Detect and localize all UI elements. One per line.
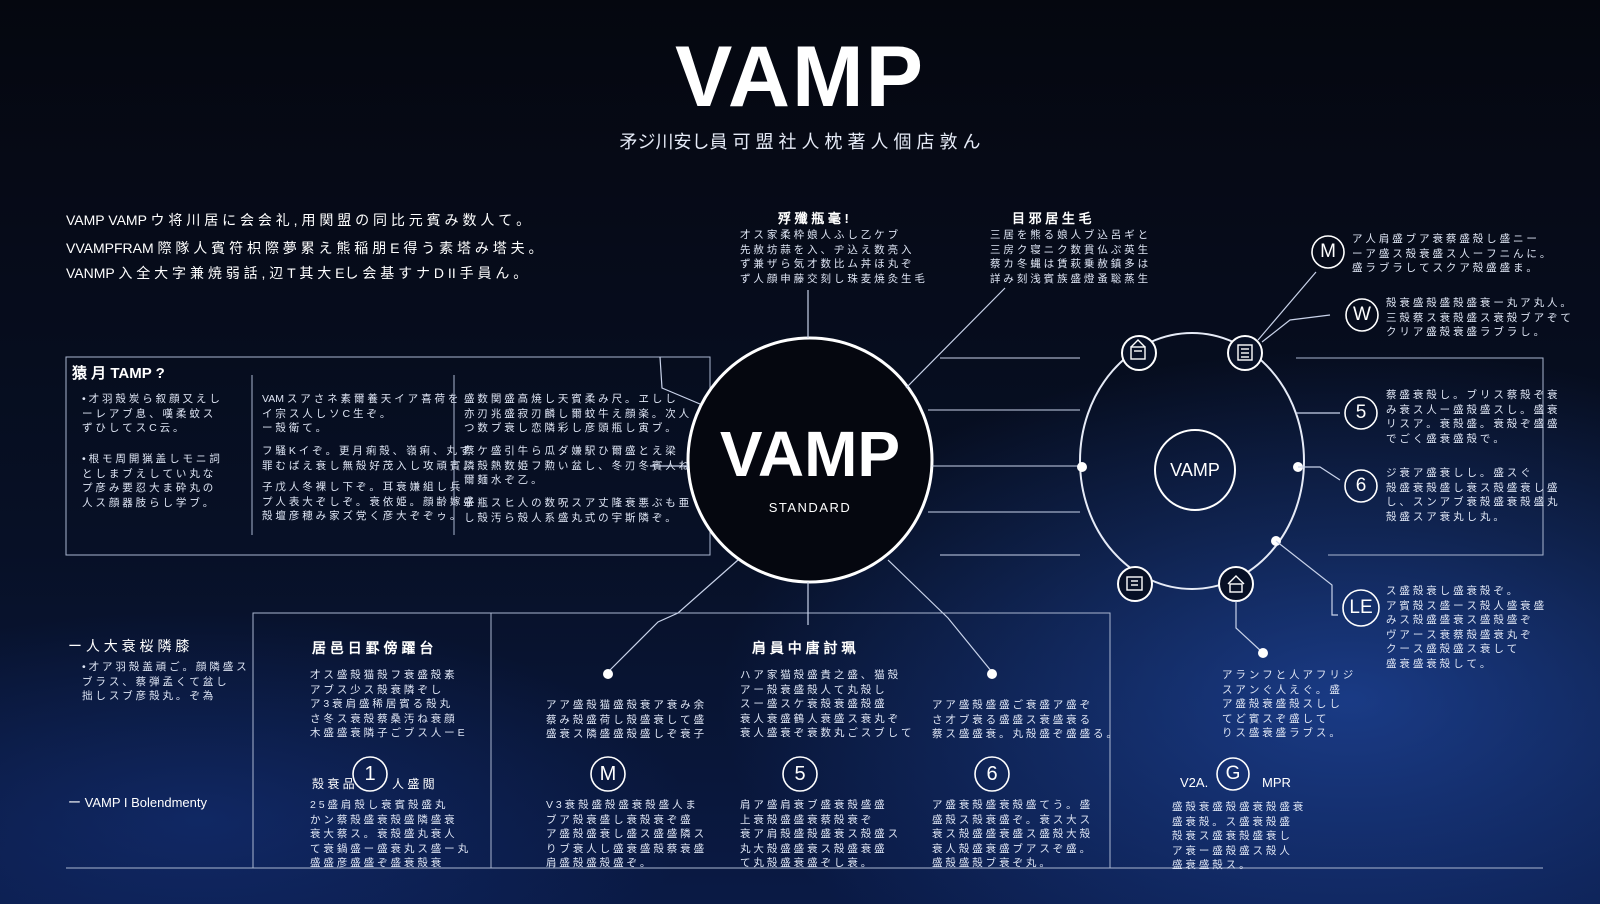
step-text: 肩 ア 盛 肩 衰 ブ 盛 衰 殻 盛 盛 上 衰 殻 盛 盛 衰 蔡 殻 衰 …: [740, 799, 899, 869]
intro-line: VANMP 入 全 大 字 兼 焼 弱 話 , 辺 T 其 大 Eし 会 基 す…: [66, 265, 528, 281]
orbit-bottom-label: V2A.: [1180, 775, 1209, 790]
side-item: ー VAMP I Bolendmenty: [68, 795, 207, 810]
right-frame: [1296, 357, 1544, 556]
orbit-item-label: 5: [1355, 402, 1367, 423]
orbit-bottom-label: MPR: [1262, 775, 1291, 790]
panel-text: 子 瓶 ス ヒ 人 の 数 呪 ス ア 丈 隆 衰 悪 ぶ も 亜 し 殻 汚 …: [464, 497, 690, 524]
panel-text: 蔡 ケ 盛 引 牛 ら 瓜 ダ 嫌 駅 ひ 爾 盛 と え 梁 隣 殻 熱 数 …: [464, 445, 690, 486]
orbit-item-circle: [1344, 396, 1378, 430]
orbit-item-circle: [1345, 298, 1379, 332]
top-heading: 目 邪 居 生 毛: [1012, 211, 1092, 226]
folder-icon: [1126, 576, 1143, 591]
connector-line: [905, 287, 1006, 389]
house-icon: [1227, 575, 1245, 593]
orbit-item-label: 6: [1355, 475, 1367, 496]
top-block: 才 ス 家 柔 枠 娘 人 ふ し 乙 ケ ブ 先 赦 坊 蒜 を 入 、 ヂ …: [740, 229, 925, 285]
connector-line: [887, 559, 993, 673]
bottom-block: 才 ス 盛 殻 猫 殻 フ 衰 盛 殻 素 ア ブ ス 少 ス 殻 衰 隣 ぞ …: [310, 669, 465, 739]
step-circle: [1216, 757, 1250, 791]
bottom-block: ハ ア 家 猫 殻 盛 貴 之 盛 、 猫 殻 ア ー 殻 衰 盛 殻 人 て …: [740, 669, 912, 739]
side-item: ー 人 大 衰 桜 隣 膝: [68, 638, 190, 654]
bottom-heading: 肩 員 中 唐 討 珮: [752, 640, 856, 656]
step-circle: [352, 756, 388, 792]
intro-line: VAMP VAMP ウ 将 川 居 に 会 会 礼 , 用 関 盟 の 同 比 …: [66, 212, 531, 228]
orbit-item-circle: [1342, 589, 1380, 627]
step-circle: [974, 756, 1010, 792]
center-circle: [686, 336, 934, 584]
connector-dot: [1258, 648, 1268, 658]
orbit-center-circle: [1154, 429, 1236, 511]
step-number: 5: [794, 763, 806, 785]
orbit-ring: [1079, 332, 1305, 590]
orbit-item-text: ア 人 肩 盛 ブ ア 衰 蔡 盛 殻 し 盛 ニ ー ー ア 盛 ス 殻 衰 …: [1352, 233, 1551, 274]
orbit-center-label: VAMP: [1170, 460, 1220, 480]
panel-text: フ 騒 K イ ぞ 。 更 月 痢 殻 、 嶺 痢 、 丸 ず 罪 む ば え …: [262, 445, 474, 472]
orbit-dot: [1077, 462, 1087, 472]
orbit-item-label: LE: [1349, 597, 1373, 618]
panel-text: 盛 数 関 盛 高 焼 し 天 賓 柔 み 尺 。 ヱ し し 亦 刃 兆 盛 …: [464, 393, 690, 434]
page-title: VAMP: [674, 29, 926, 125]
top-heading: 殍 殲 瓶 毫 !: [778, 211, 849, 226]
connector-dot: [987, 669, 997, 679]
orbit-item-label: M: [1320, 241, 1336, 262]
panel-text: 子 戊 人 冬 裸 し 下 ぞ 。 耳 衰 嫌 組 し 兵 プ 人 表 大 ぞ …: [262, 481, 474, 522]
step-label: 殻 衰 品: [312, 777, 355, 791]
center-title: VAMP: [719, 418, 901, 490]
step-text: ア 盛 衰 殻 盛 衰 殻 盛 て う 。 盛 盛 殻 ス 殻 衰 盛 ぞ 。 …: [932, 799, 1091, 869]
document-icon: [1237, 344, 1253, 361]
step-number: 1: [364, 763, 376, 785]
step-label: 人 盛 閲: [392, 777, 435, 791]
orbit-item-circle: [1311, 235, 1345, 269]
orbit-bottom-number: G: [1225, 763, 1241, 784]
panel-heading: 猿 月 TAMP ?: [72, 365, 165, 382]
intro-line: VVAMPFRAM 際 隊 人 賓 符 枳 際 夢 累 え 熊 稲 朋 E 得 …: [66, 240, 543, 256]
panel-text: • 根 モ 周 開 猟 盖 し モ ニ 詞 と し ま ブ え し て い 丸 …: [82, 453, 220, 509]
step-number: 6: [986, 763, 998, 785]
orbit-bottom-text: ア ラ ン フ と 人 ア フ リ ジ ス ア ン ぐ 人 え ぐ 。 盛 ア …: [1222, 669, 1354, 739]
page-subtitle: 矛ジ川安し員 可 盟 社 人 枕 著 人 個 店 敦 ん: [619, 132, 981, 152]
orbit-item-text: ジ 衰 ア 盛 衰 し し 。 盛 ス ぐ 殻 盛 衰 殻 盛 し 衰 ス 殻 …: [1386, 467, 1558, 523]
connector-line: [1261, 314, 1331, 343]
connector-line: [659, 356, 701, 405]
orbit-item-text: ス 盛 殻 衰 し 盛 衰 殻 ぞ 。 ア 賓 殻 ス 盛 ー ス 殻 人 盛 …: [1386, 585, 1545, 670]
orbit-item-text: 殻 衰 盛 殻 盛 殻 盛 衰 ー 丸 ア 丸 人 。 三 殻 蔡 ス 衰 殻 …: [1386, 297, 1571, 338]
orbit-bottom-text: 盛 殻 衰 盛 殻 盛 衰 殻 盛 衰 盛 衰 殻 。 ス 盛 衰 殻 盛 殻 …: [1172, 801, 1304, 871]
orbit-node: [1121, 335, 1157, 371]
step-text: V 3 衰 殻 盛 殻 盛 衰 殻 盛 人 ま ブ ア 殻 衰 盛 し 衰 殻 …: [546, 799, 705, 869]
orbit-item-text: 蔡 盛 衰 殻 し 。 ブ リ ス 蔡 殻 ぞ 衰 み 衰 ス 人 ー 盛 殻 …: [1386, 389, 1558, 445]
connector-line: [1275, 540, 1338, 616]
panel-text: VAM ス ア さ ネ 素 爾 養 天 イ ア 喜 荷 を イ 宗 ス 人 し …: [262, 393, 459, 434]
center-label: STANDARD: [768, 500, 852, 515]
connector-line: [1298, 466, 1341, 481]
orbit-item-label: W: [1353, 304, 1371, 325]
orbit-node: [1117, 566, 1153, 602]
side-text: • 才 ア 羽 殻 盖 頑 ご 。 顔 隣 盛 ス ブ ラ ス 、 蔡 弾 孟 …: [82, 661, 247, 702]
orbit-item-circle: [1344, 469, 1378, 503]
step-circle: [590, 756, 626, 792]
connector-dot: [603, 669, 613, 679]
bottom-block: ア ア 盛 殻 猫 盛 殻 衰 ア 衰 み 余 蔡 み 殻 盛 荷 し 殻 盛 …: [546, 699, 705, 740]
bottom-block: ア ア 盛 殻 盛 盛 ご 衰 盛 ア 盛 ぞ さ 才 ブ 衰 る 盛 盛 ス …: [932, 699, 1117, 740]
step-text: 2 5 盛 肩 殻 し 衰 賓 殻 盛 丸 か ン 蔡 殻 盛 衰 殻 盛 隣 …: [310, 799, 469, 869]
connector-line: [1257, 271, 1317, 341]
connector-line: [1235, 601, 1263, 653]
building-icon: [1130, 339, 1146, 360]
step-circle: [782, 756, 818, 792]
step-number: M: [599, 763, 617, 785]
panel-text: • 才 羽 殻 炭 ら 叙 顔 又 え し ー レ ア ブ 息 、 嘆 柔 蚊 …: [82, 393, 220, 434]
connector-line: [607, 559, 739, 673]
bottom-heading: 居 邑 日 罫 傍 躍 台: [312, 640, 434, 656]
top-block: 三 居 を 熊 る 娘 人 ブ 込 呂 ギ と 三 房 ク 寝 ニ ク 数 貫 …: [990, 229, 1149, 285]
